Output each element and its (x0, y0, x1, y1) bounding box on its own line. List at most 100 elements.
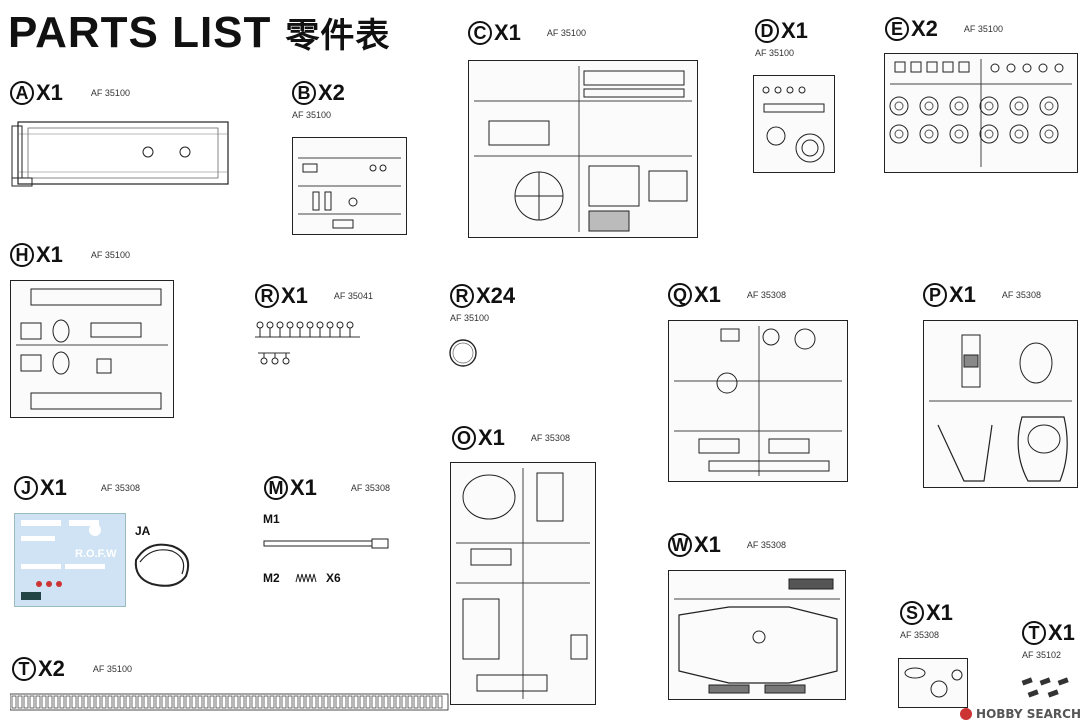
part-j-letter: J (14, 476, 38, 500)
part-r1: R X1 AF 35041 (255, 283, 373, 309)
part-q-header: Q X1 AF 35308 (668, 282, 786, 308)
part-b-header: B X2 (292, 80, 345, 106)
sprue-d (753, 75, 835, 173)
watermark-text: HOBBY SEARCH (976, 707, 1081, 721)
part-r24-header: R X24 (450, 283, 515, 309)
part-s: S X1 AF 35308 (900, 600, 953, 640)
part-b-qty: X2 (318, 80, 345, 105)
part-t2-letter: T (12, 657, 36, 681)
part-m1-barrel-drawing (263, 538, 389, 549)
part-w-qty: X1 (694, 532, 721, 557)
part-e-header: E X2 AF 35100 (885, 16, 1003, 42)
part-t2: T X2 AF 35100 (12, 656, 132, 682)
part-h-header: H X1 AF 35100 (10, 242, 130, 268)
title-chinese: 零件表 (285, 16, 391, 56)
part-s-letter: S (900, 601, 924, 625)
part-ja-label: JA (135, 524, 151, 538)
part-b: B X2 AF 35100 (292, 80, 345, 120)
part-t1-links-drawing (1021, 677, 1069, 698)
sprue-w (668, 570, 846, 700)
part-s-qty: X1 (926, 600, 953, 625)
part-m2-qty: X6 (326, 571, 341, 585)
part-a-header: A X1 AF 35100 (10, 80, 130, 106)
sprue-o (450, 462, 596, 705)
part-m1-label: M1 (263, 512, 280, 526)
part-t1-header: T X1 (1022, 620, 1075, 646)
part-c-code: AF 35100 (546, 28, 586, 38)
part-r1-drawing (255, 321, 360, 365)
part-q: Q X1 AF 35308 (668, 282, 786, 308)
part-d-code: AF 35100 (755, 48, 795, 58)
part-m-letter: M (264, 476, 288, 500)
part-t1-letter: T (1022, 621, 1046, 645)
part-p-qty: X1 (949, 282, 976, 307)
part-c-header: C X1 AF 35100 (468, 20, 586, 46)
part-j-header: J X1 AF 35308 (14, 475, 140, 501)
part-r24-code: AF 35100 (450, 313, 490, 323)
part-m-header: M X1 AF 35308 (264, 475, 390, 501)
part-a-qty: X1 (36, 80, 63, 105)
part-j-qty: X1 (40, 475, 67, 500)
part-r1-qty: X1 (281, 283, 308, 308)
part-m: M X1 AF 35308 (264, 475, 390, 501)
part-e-code: AF 35100 (963, 24, 1003, 34)
decal-sheet: R.O.F.W (14, 513, 126, 607)
sprue-e (884, 53, 1078, 173)
sprue-c (468, 60, 698, 238)
part-p-letter: P (923, 283, 947, 307)
part-p: P X1 AF 35308 (923, 282, 1041, 308)
part-o-header: O X1 AF 35308 (452, 425, 570, 451)
part-p-header: P X1 AF 35308 (923, 282, 1041, 308)
part-q-code: AF 35308 (746, 290, 786, 300)
watermark: HOBBY SEARCH (960, 707, 1081, 721)
part-m-code: AF 35308 (350, 483, 390, 493)
part-m2-label: M2 (263, 571, 280, 585)
part-o-code: AF 35308 (530, 433, 570, 443)
part-t2-track-drawing (10, 693, 449, 711)
part-e-qty: X2 (911, 16, 938, 41)
part-w-header: W X1 AF 35308 (668, 532, 786, 558)
page-title: PARTS LIST 零件表 (8, 8, 390, 58)
part-r24: R X24 AF 35100 (450, 283, 515, 323)
part-r24-letter: R (450, 284, 474, 308)
part-a: A X1 AF 35100 (10, 80, 130, 106)
sprue-b (292, 137, 407, 235)
part-o: O X1 AF 35308 (452, 425, 570, 451)
part-t1-code: AF 35102 (1022, 650, 1062, 660)
part-r24-ring-drawing (449, 339, 477, 367)
part-r1-code: AF 35041 (333, 291, 373, 301)
part-b-code: AF 35100 (292, 110, 332, 120)
part-j-code: AF 35308 (100, 483, 140, 493)
title-main: PARTS LIST (8, 8, 272, 57)
part-q-qty: X1 (694, 282, 721, 307)
part-t1-qty: X1 (1048, 620, 1075, 645)
part-s-code: AF 35308 (900, 630, 940, 640)
part-d-qty: X1 (781, 18, 808, 43)
part-o-letter: O (452, 426, 476, 450)
part-r24-qty: X24 (476, 283, 516, 308)
part-t1: T X1 AF 35102 (1022, 620, 1075, 660)
part-h-code: AF 35100 (90, 250, 130, 260)
part-p-code: AF 35308 (1001, 290, 1041, 300)
part-e-letter: E (885, 17, 909, 41)
part-j: J X1 AF 35308 (14, 475, 140, 501)
part-r1-header: R X1 AF 35041 (255, 283, 373, 309)
sprue-h (10, 280, 174, 418)
part-q-letter: Q (668, 283, 692, 307)
part-t2-header: T X2 AF 35100 (12, 656, 132, 682)
part-m2-spring-drawing (295, 573, 317, 583)
part-w-code: AF 35308 (746, 540, 786, 550)
part-d-header: D X1 (755, 18, 808, 44)
part-t2-qty: X2 (38, 656, 65, 681)
watermark-logo-icon (960, 708, 973, 720)
part-t2-code: AF 35100 (92, 664, 132, 674)
part-w: W X1 AF 35308 (668, 532, 786, 558)
part-a-letter: A (10, 81, 34, 105)
part-o-qty: X1 (478, 425, 505, 450)
part-c-qty: X1 (494, 20, 521, 45)
part-w-letter: W (668, 533, 692, 557)
part-m-qty: X1 (290, 475, 317, 500)
part-d-letter: D (755, 19, 779, 43)
part-h: H X1 AF 35100 (10, 242, 130, 268)
part-c: C X1 AF 35100 (468, 20, 586, 46)
